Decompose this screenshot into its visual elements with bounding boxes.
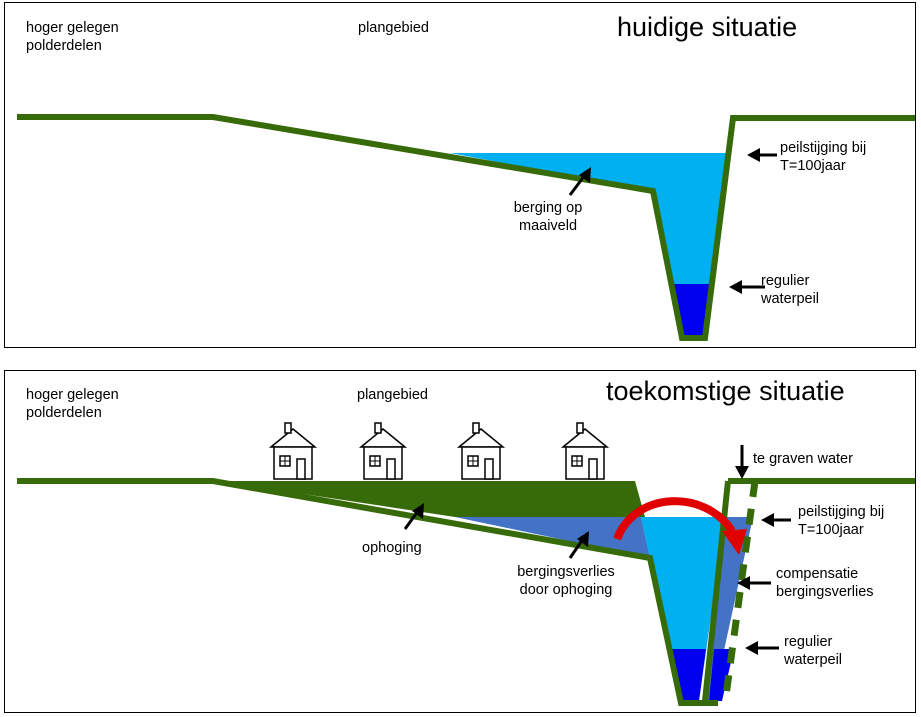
label-new-water: te graven water xyxy=(753,451,853,467)
house-icon xyxy=(358,422,408,480)
new-ditch-bank xyxy=(721,480,759,704)
label-plan-area: plangebied xyxy=(358,20,429,36)
house-icon xyxy=(560,422,610,480)
surface-storage-water xyxy=(450,153,729,336)
arrow-rise-t100 xyxy=(747,148,777,162)
label-raising: ophoging xyxy=(362,540,422,556)
current-situation-diagram xyxy=(17,114,915,341)
label-plan-area: plangebied xyxy=(357,387,428,403)
label-regular-level: regulier waterpeil xyxy=(784,634,843,668)
label-rise-t100: peilstijging bij T=100jaar xyxy=(780,140,867,174)
red-curved-arrow xyxy=(613,497,747,555)
future-situation-panel: hoger gelegen polderdelen plangebied toe… xyxy=(4,370,916,713)
arrow-surface-storage xyxy=(568,167,591,196)
raised-land xyxy=(218,481,645,517)
arrow-new-water xyxy=(735,445,749,479)
future-situation-diagram xyxy=(17,422,915,706)
arrow-regular-level xyxy=(729,280,765,294)
label-rise-t100: peilstijging bij T=100jaar xyxy=(798,504,885,538)
label-surface-storage: berging op maaiveld xyxy=(513,200,583,234)
house-icon xyxy=(456,422,506,480)
arrow-raising xyxy=(403,503,424,530)
label-higher-polders: hoger gelegen polderdelen xyxy=(26,387,119,421)
ground-profile xyxy=(17,478,718,706)
label-compensation: compensatie bergingsverlies xyxy=(776,566,874,600)
current-situation-panel: hoger gelegen polderdelen plangebied hui… xyxy=(4,2,916,348)
panel-title: huidige situatie xyxy=(617,12,798,42)
house-icon xyxy=(268,422,318,480)
arrow-rise-t100 xyxy=(761,513,791,527)
panel-title: toekomstige situatie xyxy=(606,376,845,406)
arrow-regular-level xyxy=(745,641,779,655)
label-regular-level: regulier waterpeil xyxy=(761,273,820,307)
label-higher-polders: hoger gelegen polderdelen xyxy=(26,20,119,54)
label-storage-loss: bergingsverlies door ophoging xyxy=(517,564,615,598)
ground-profile xyxy=(17,114,915,341)
arrow-storage-loss xyxy=(568,531,589,559)
arrow-compensation xyxy=(737,576,771,590)
